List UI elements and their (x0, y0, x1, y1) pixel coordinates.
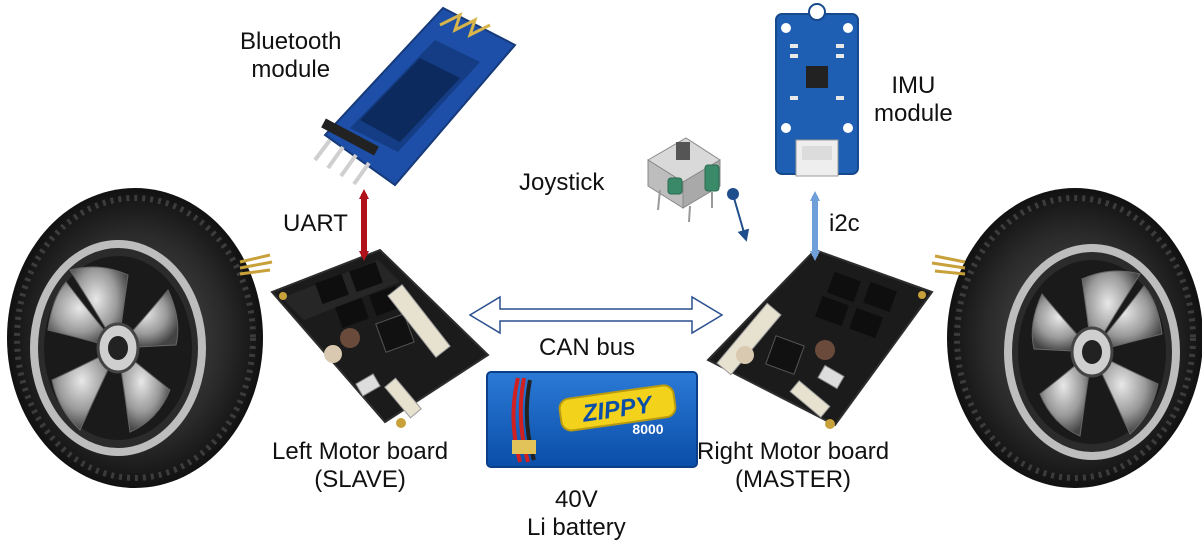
bluetooth-label: Bluetooth module (240, 28, 342, 83)
bluetooth-module-image (313, 6, 517, 187)
imu-module-image (775, 3, 859, 177)
right-wheel-image (931, 188, 1202, 488)
joystick-label: Joystick (519, 169, 605, 196)
imu-label: IMU module (874, 72, 953, 127)
can-bus-arrow (468, 295, 724, 335)
i2c-label: i2c (829, 210, 860, 237)
can-bus-label: CAN bus (539, 334, 636, 361)
battery-label: 40V Li battery (527, 486, 626, 541)
battery-capacity-text: 8000 (632, 421, 663, 437)
joystick-arrow (727, 188, 750, 242)
left-motor-board-label: Left Motor board (SLAVE) (272, 438, 449, 493)
joystick-image (647, 137, 721, 223)
right-motor-board-label: Right Motor board (MASTER) (697, 438, 890, 493)
battery-image: ZIPPY 8000 (486, 371, 698, 468)
left-wheel-image (7, 188, 273, 488)
right-motor-board-image (706, 248, 934, 429)
left-motor-board-image (270, 248, 490, 428)
uart-label: UART (283, 210, 348, 237)
